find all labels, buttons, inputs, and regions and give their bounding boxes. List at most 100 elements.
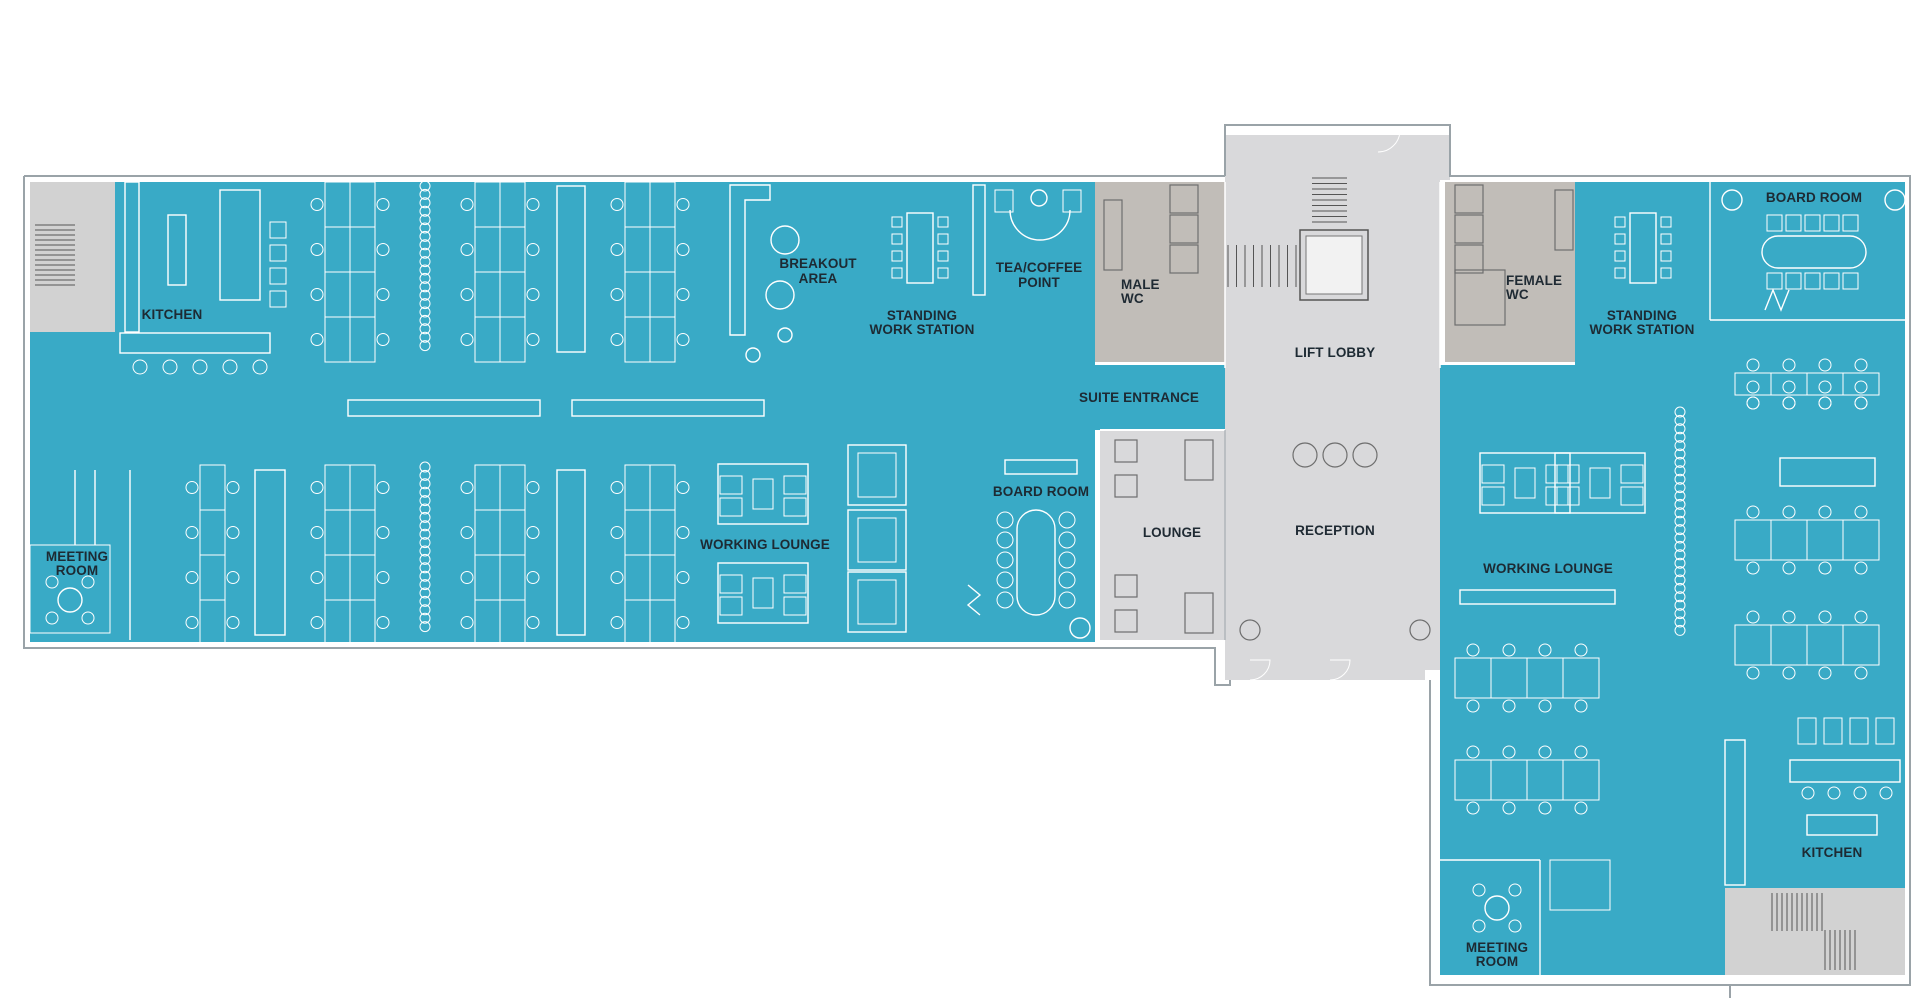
kitchen-stool-east xyxy=(1827,786,1841,800)
chair xyxy=(610,571,624,584)
planter-bead xyxy=(1674,515,1686,527)
planter-bead xyxy=(419,289,431,301)
plant-board-west xyxy=(1069,617,1091,639)
desks-east-b1 xyxy=(1454,643,1600,713)
armchair xyxy=(1481,464,1505,484)
breakout-sofa xyxy=(729,184,771,336)
door-north-2 xyxy=(1377,129,1401,153)
tea-counter xyxy=(1009,209,1071,241)
desk xyxy=(199,599,226,646)
planter-bead xyxy=(1674,473,1686,485)
board-chair-w xyxy=(996,511,1014,529)
desk xyxy=(499,316,526,363)
male-stalls xyxy=(1169,184,1199,274)
standing-stool xyxy=(891,216,903,228)
chair xyxy=(1854,505,1868,519)
planter-bead xyxy=(419,340,431,352)
chair xyxy=(376,526,390,539)
chair xyxy=(610,616,624,629)
planter-bead xyxy=(419,314,431,326)
room-labels: KITCHEN BREAKOUT AREA STANDING WORK STAT… xyxy=(46,190,1862,969)
label-standing-east-2: WORK STATION xyxy=(1590,322,1695,337)
chair xyxy=(1746,505,1760,519)
desk xyxy=(649,316,676,363)
store-east xyxy=(1549,859,1611,911)
armchair xyxy=(1620,486,1644,506)
chair xyxy=(310,481,324,494)
room-fills xyxy=(30,135,1905,975)
chair xyxy=(1502,745,1516,759)
planter-bead xyxy=(1674,591,1686,603)
planter-bead xyxy=(1674,423,1686,435)
planter-bead xyxy=(1674,482,1686,494)
chair xyxy=(226,481,240,494)
armchair xyxy=(719,596,743,616)
kitchen-stool xyxy=(252,359,268,375)
planters-west-n xyxy=(419,180,431,352)
chair xyxy=(310,526,324,539)
chair xyxy=(676,481,690,494)
meeting-chair xyxy=(45,575,59,589)
sofa-table xyxy=(752,577,774,609)
kitchen-table-west xyxy=(219,189,261,301)
planter-bead xyxy=(419,298,431,310)
meeting-table-east xyxy=(1484,895,1510,921)
sofa-frame xyxy=(717,463,809,525)
kitchen-run-west xyxy=(119,332,271,354)
tea-partition xyxy=(972,184,986,296)
east-south-wall xyxy=(1429,680,1731,998)
booth xyxy=(847,444,907,506)
meeting-chair xyxy=(1472,883,1486,897)
plant-reception-1 xyxy=(1239,619,1261,641)
label-reception: RECEPTION xyxy=(1295,523,1375,538)
kitchen-table-east xyxy=(1806,814,1878,836)
standing-stool xyxy=(1660,216,1672,228)
board-chair-e xyxy=(1804,272,1821,290)
chair xyxy=(185,616,199,629)
label-working-lounge-west: WORKING LOUNGE xyxy=(700,537,830,552)
chair xyxy=(1854,358,1868,372)
screen-zigzag-west xyxy=(966,584,982,616)
lounge-set-west-2 xyxy=(717,562,809,624)
kitchen-chair-east xyxy=(1823,717,1843,745)
planter-bead xyxy=(419,595,431,607)
board-table-east xyxy=(1761,235,1867,269)
chair xyxy=(1782,396,1796,410)
planter-bead xyxy=(1674,599,1686,611)
chair xyxy=(1574,801,1588,815)
armchair xyxy=(1556,486,1580,506)
chair xyxy=(376,481,390,494)
core-north-fill xyxy=(1230,135,1445,180)
kitchen-stool xyxy=(162,359,178,375)
standing-stool xyxy=(937,267,949,279)
label-board-room-east: BOARD ROOM xyxy=(1766,190,1862,205)
planter-bead xyxy=(1674,557,1686,569)
chair xyxy=(676,616,690,629)
plant-reception-2 xyxy=(1409,619,1431,641)
desk xyxy=(1842,519,1880,561)
chair xyxy=(376,571,390,584)
board-chair-e xyxy=(1823,272,1840,290)
chair xyxy=(526,481,540,494)
planters-west-s xyxy=(419,461,431,633)
standing-stool xyxy=(937,250,949,262)
south-core-wall xyxy=(1095,647,1231,686)
label-breakout-2: AREA xyxy=(799,271,838,286)
planter-bead xyxy=(419,495,431,507)
chair xyxy=(1466,699,1480,713)
tea-chair-2 xyxy=(1062,189,1082,213)
board-table-west xyxy=(1016,509,1056,616)
standing-stool xyxy=(891,250,903,262)
chair xyxy=(1466,801,1480,815)
desks-east-a3 xyxy=(1734,610,1880,680)
desks-west-s3 xyxy=(610,464,690,646)
board-chair-e xyxy=(1766,214,1783,232)
lounge-chair xyxy=(1114,474,1138,498)
label-male-wc-1: MALE xyxy=(1121,277,1160,292)
male-basins xyxy=(1103,199,1123,271)
lounge-set-east-2 xyxy=(1554,452,1646,514)
armchair xyxy=(783,574,807,594)
female-basins xyxy=(1554,189,1574,251)
chair xyxy=(310,571,324,584)
